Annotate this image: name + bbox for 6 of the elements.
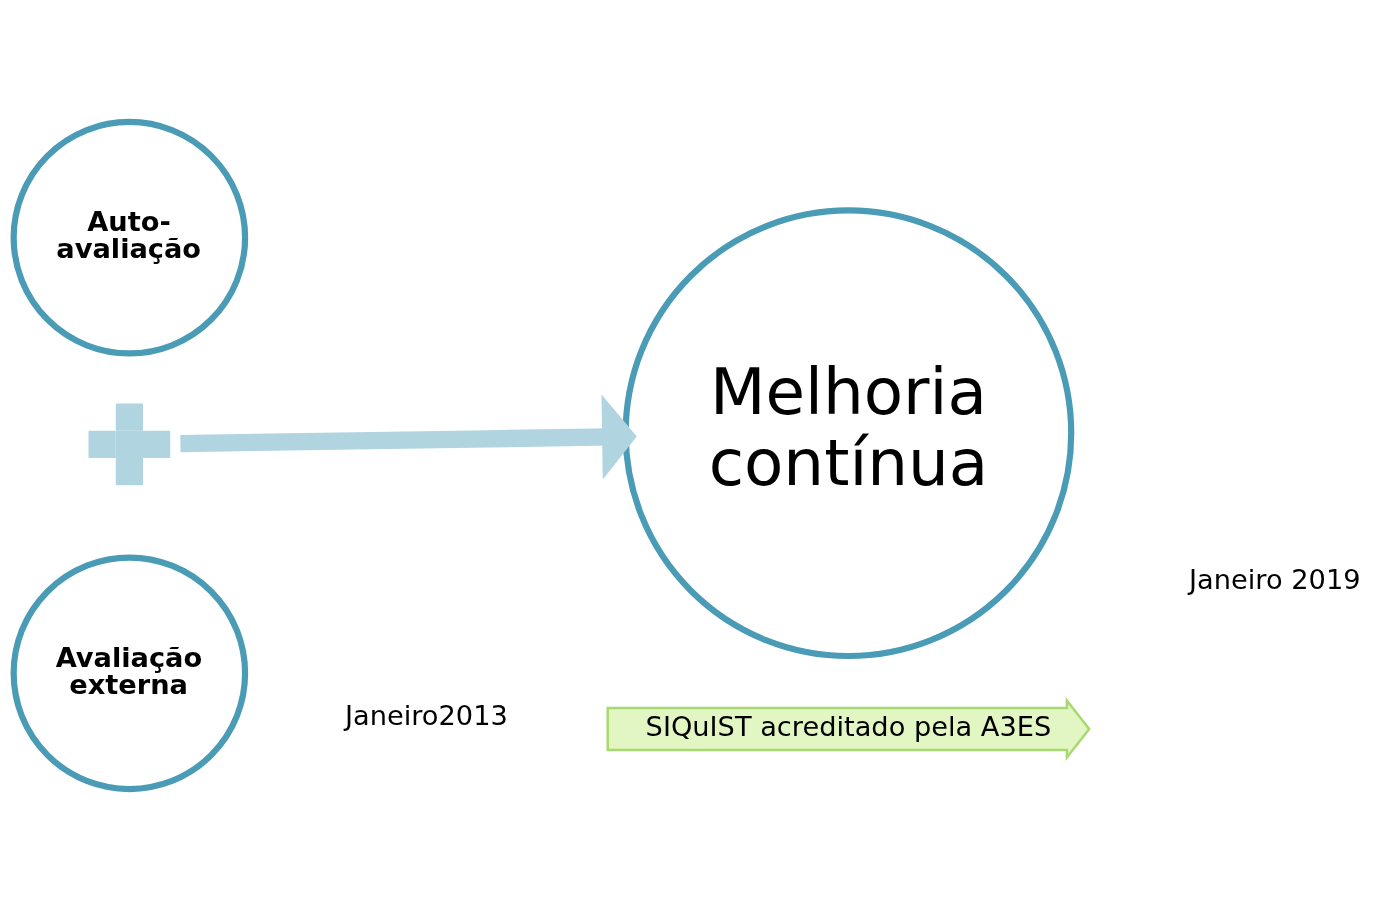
node-circle: Avaliação externa (10, 554, 249, 793)
node-circle: Melhoria contínua (622, 207, 1075, 660)
node-circle: Auto- avaliação (10, 118, 249, 357)
label: Janeiro2013 (345, 699, 508, 731)
arrow (180, 394, 637, 480)
label: Janeiro 2019 (1189, 563, 1361, 595)
